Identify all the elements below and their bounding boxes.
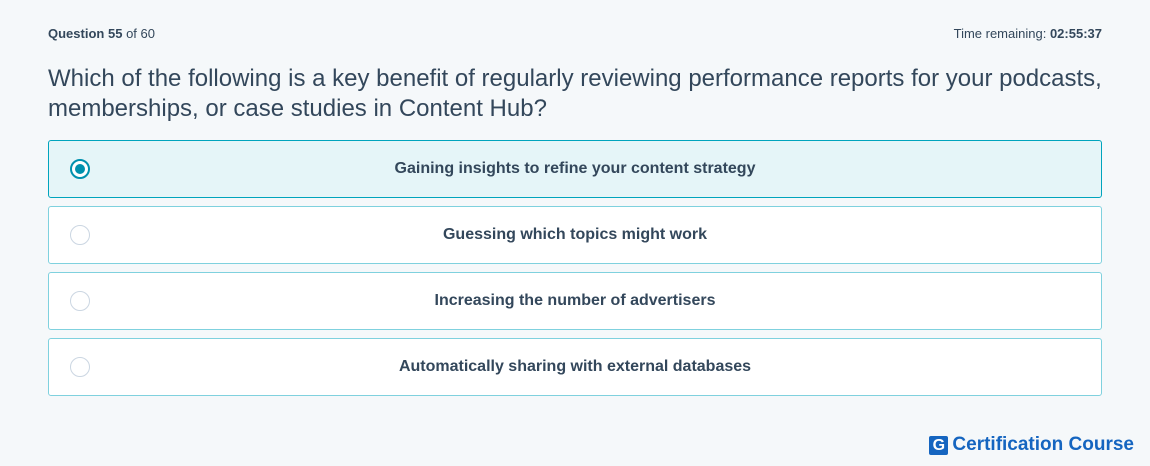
answer-label: Guessing which topics might work xyxy=(442,226,708,243)
brand-logo: G Certification Course xyxy=(929,434,1134,456)
brand-g-icon: G xyxy=(929,435,949,455)
answer-option-4[interactable]: Automatically sharing with external data… xyxy=(48,338,1102,396)
time-remaining: Time remaining: 02:55:37 xyxy=(954,26,1102,41)
radio-empty-icon[interactable] xyxy=(70,291,90,311)
radio-empty-icon[interactable] xyxy=(70,357,90,377)
question-counter: Question 55 of 60 xyxy=(48,26,155,41)
quiz-header: Question 55 of 60 Time remaining: 02:55:… xyxy=(48,24,1102,42)
answer-label: Automatically sharing with external data… xyxy=(398,358,752,375)
answer-option-2[interactable]: Guessing which topics might work xyxy=(48,206,1102,264)
brand-name: Certification Course xyxy=(952,434,1134,455)
radio-selected-icon[interactable] xyxy=(70,159,90,179)
question-text: Which of the following is a key benefit … xyxy=(48,65,1102,122)
answer-option-3[interactable]: Increasing the number of advertisers xyxy=(48,272,1102,330)
question-number: 55 xyxy=(107,25,123,41)
radio-empty-icon[interactable] xyxy=(70,225,90,245)
answer-label: Gaining insights to refine your content … xyxy=(394,160,756,177)
question-label: Question xyxy=(48,25,105,41)
answer-list: Gaining insights to refine your content … xyxy=(48,140,1102,404)
time-value: 02:55:37 xyxy=(1049,25,1102,41)
answer-label: Increasing the number of advertisers xyxy=(434,292,716,309)
question-total: of 60 xyxy=(126,25,155,41)
time-label: Time remaining: xyxy=(953,25,1047,41)
answer-option-1[interactable]: Gaining insights to refine your content … xyxy=(48,140,1102,198)
